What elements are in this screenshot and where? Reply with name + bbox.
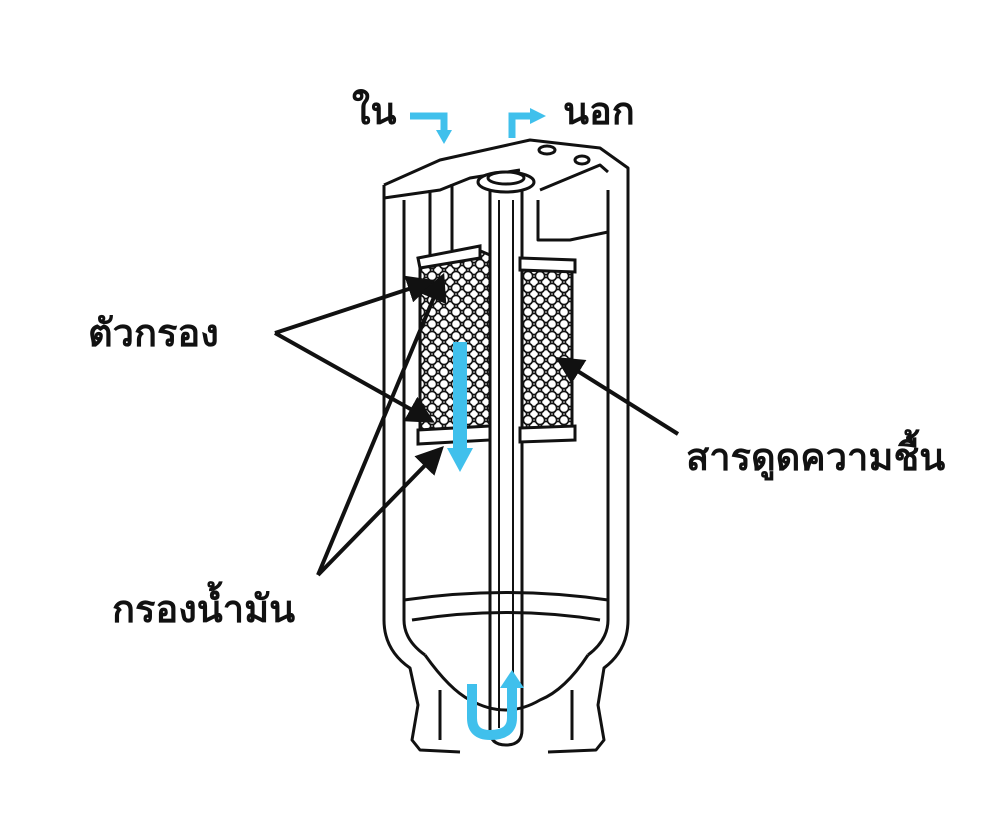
oil-filter-label: กรองน้ำมัน	[112, 587, 296, 631]
canister-body	[382, 138, 630, 754]
uturn-flow-arrow	[467, 684, 517, 741]
filter-leader-lower	[274, 331, 435, 423]
desiccant-leader	[555, 357, 680, 436]
outlet-flow-arrow	[508, 112, 532, 138]
leader-lines	[274, 272, 680, 577]
flow-arrows	[410, 108, 546, 741]
inlet-flow-arrow	[410, 112, 448, 132]
outlet-label: นอก	[563, 89, 635, 133]
desiccant-label: สารดูดความชื้น	[686, 435, 946, 479]
inlet-label: ใน	[352, 89, 397, 133]
oil-filter-leader-upper	[316, 272, 447, 576]
filter-leader-upper	[274, 275, 436, 335]
filter-label: ตัวกรอง	[88, 311, 219, 355]
right-filter-pack	[518, 256, 577, 444]
oil-filter-leader-lower	[316, 445, 444, 577]
